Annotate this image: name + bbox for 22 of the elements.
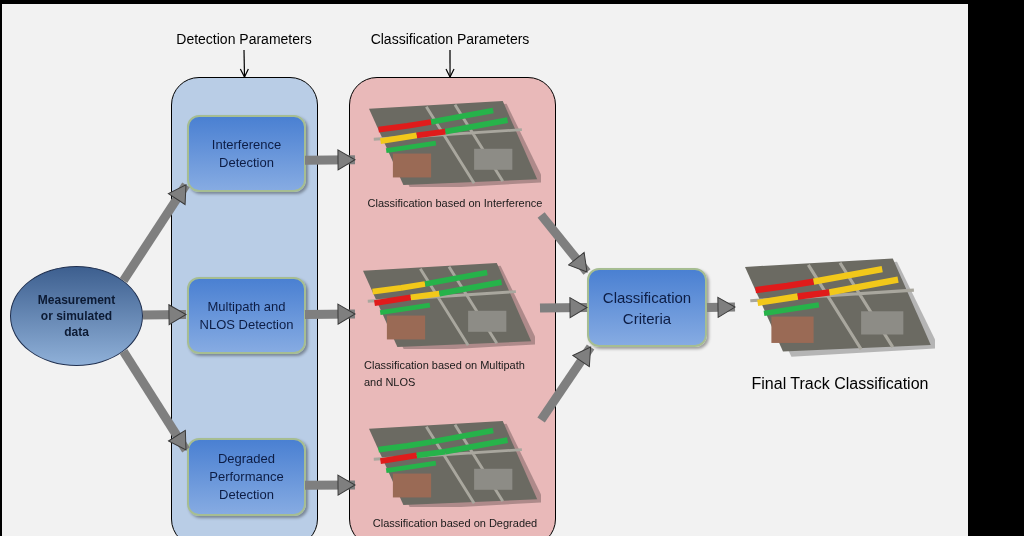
block-arrow — [304, 149, 356, 171]
group-panel — [349, 77, 556, 536]
process-box: Multipath and NLOS Detection — [187, 277, 306, 354]
block-arrow — [119, 349, 190, 453]
block-arrow — [539, 297, 588, 319]
block-arrow — [706, 296, 736, 318]
parameter-label: Classification Parameters — [360, 28, 540, 50]
map-caption: Classification based on Multipath and NLOS — [363, 358, 526, 390]
block-arrow — [142, 304, 187, 326]
arrow — [445, 49, 455, 78]
process-box: Classification Criteria — [587, 268, 707, 347]
map-caption: Classification based on Interference — [366, 196, 544, 211]
arrow — [239, 49, 249, 78]
block-arrow — [119, 182, 190, 284]
map-caption: Classification based on Degraded — [371, 516, 539, 531]
process-box: Degraded Performance Detection — [187, 438, 306, 516]
block-arrow — [304, 303, 356, 325]
parameter-label: Detection Parameters — [160, 28, 328, 50]
group-panel — [171, 77, 318, 536]
process-box: Interference Detection — [187, 115, 306, 192]
block-arrow — [304, 474, 356, 496]
map-caption: Final Track Classification — [751, 374, 929, 394]
